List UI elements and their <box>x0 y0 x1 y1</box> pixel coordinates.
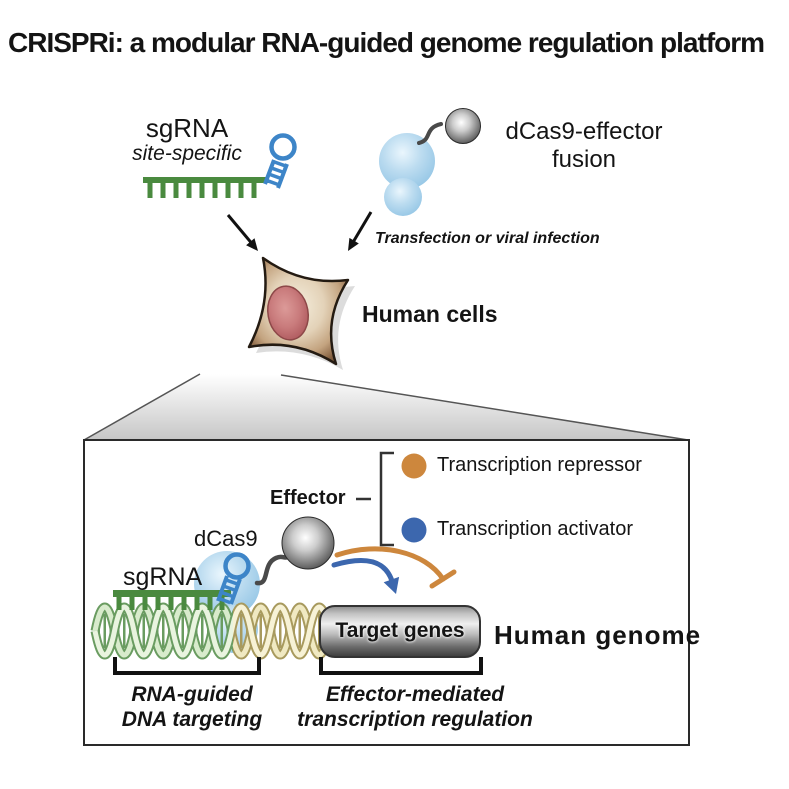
caption-rna-guided-line1: RNA-guided <box>131 683 253 706</box>
delivery-arrows <box>226 211 373 251</box>
human-cells-label: Human cells <box>362 301 498 327</box>
fusion-linker <box>254 554 291 586</box>
figure-title: CRISPRi: a modular RNA-guided genome reg… <box>8 27 765 58</box>
delivery-note: Transfection or viral infection <box>375 230 600 247</box>
legend-activator-label: Transcription activator <box>437 518 633 540</box>
sgrna-sublabel: site-specific <box>132 142 242 165</box>
activation-arrow-icon <box>331 557 400 594</box>
cell-nucleus <box>267 285 309 341</box>
target-genes-label: Target genes <box>335 619 465 642</box>
effector-label: Effector <box>270 487 346 509</box>
effector-sphere-panel-icon <box>281 516 335 570</box>
sgrna-label: sgRNA <box>145 113 229 143</box>
caption-rna-guided-line2: DNA targeting <box>121 708 263 731</box>
repressor-dot-icon <box>401 453 427 479</box>
activator-dot-icon <box>401 517 427 543</box>
bracket-rna-guided <box>113 657 261 675</box>
caption-effector-mediated-line2: transcription regulation <box>297 708 533 731</box>
effector-sphere-icon <box>445 108 481 144</box>
sgrna-hairpin-icon <box>263 133 297 189</box>
target-genes-cylinder <box>319 605 481 658</box>
repression-arrow-icon <box>334 546 457 589</box>
sgrna-guide-icon <box>113 590 231 610</box>
caption-effector-mediated-line1: Effector-mediated <box>325 683 505 706</box>
dcas9-label: dCas9 <box>194 526 258 551</box>
sgrna-molecule-icon <box>143 133 297 198</box>
human-cell-icon <box>247 256 355 370</box>
sgrna-hairpin-panel-icon <box>216 552 251 605</box>
legend-repressor-label: Transcription repressor <box>437 454 642 476</box>
human-genome-label: Human genome <box>494 620 702 650</box>
fusion-label-line1: dCas9-effector <box>505 118 663 145</box>
fusion-label-line2: fusion <box>551 146 617 173</box>
zoom-fan <box>83 373 689 441</box>
sgrna-panel-label: sgRNA <box>123 563 203 591</box>
bracket-effector-mediated <box>319 657 483 675</box>
dna-helix-green <box>90 602 233 660</box>
effector-legend-bracket <box>356 451 394 547</box>
dcas9-effector-fusion-icon <box>379 108 481 216</box>
